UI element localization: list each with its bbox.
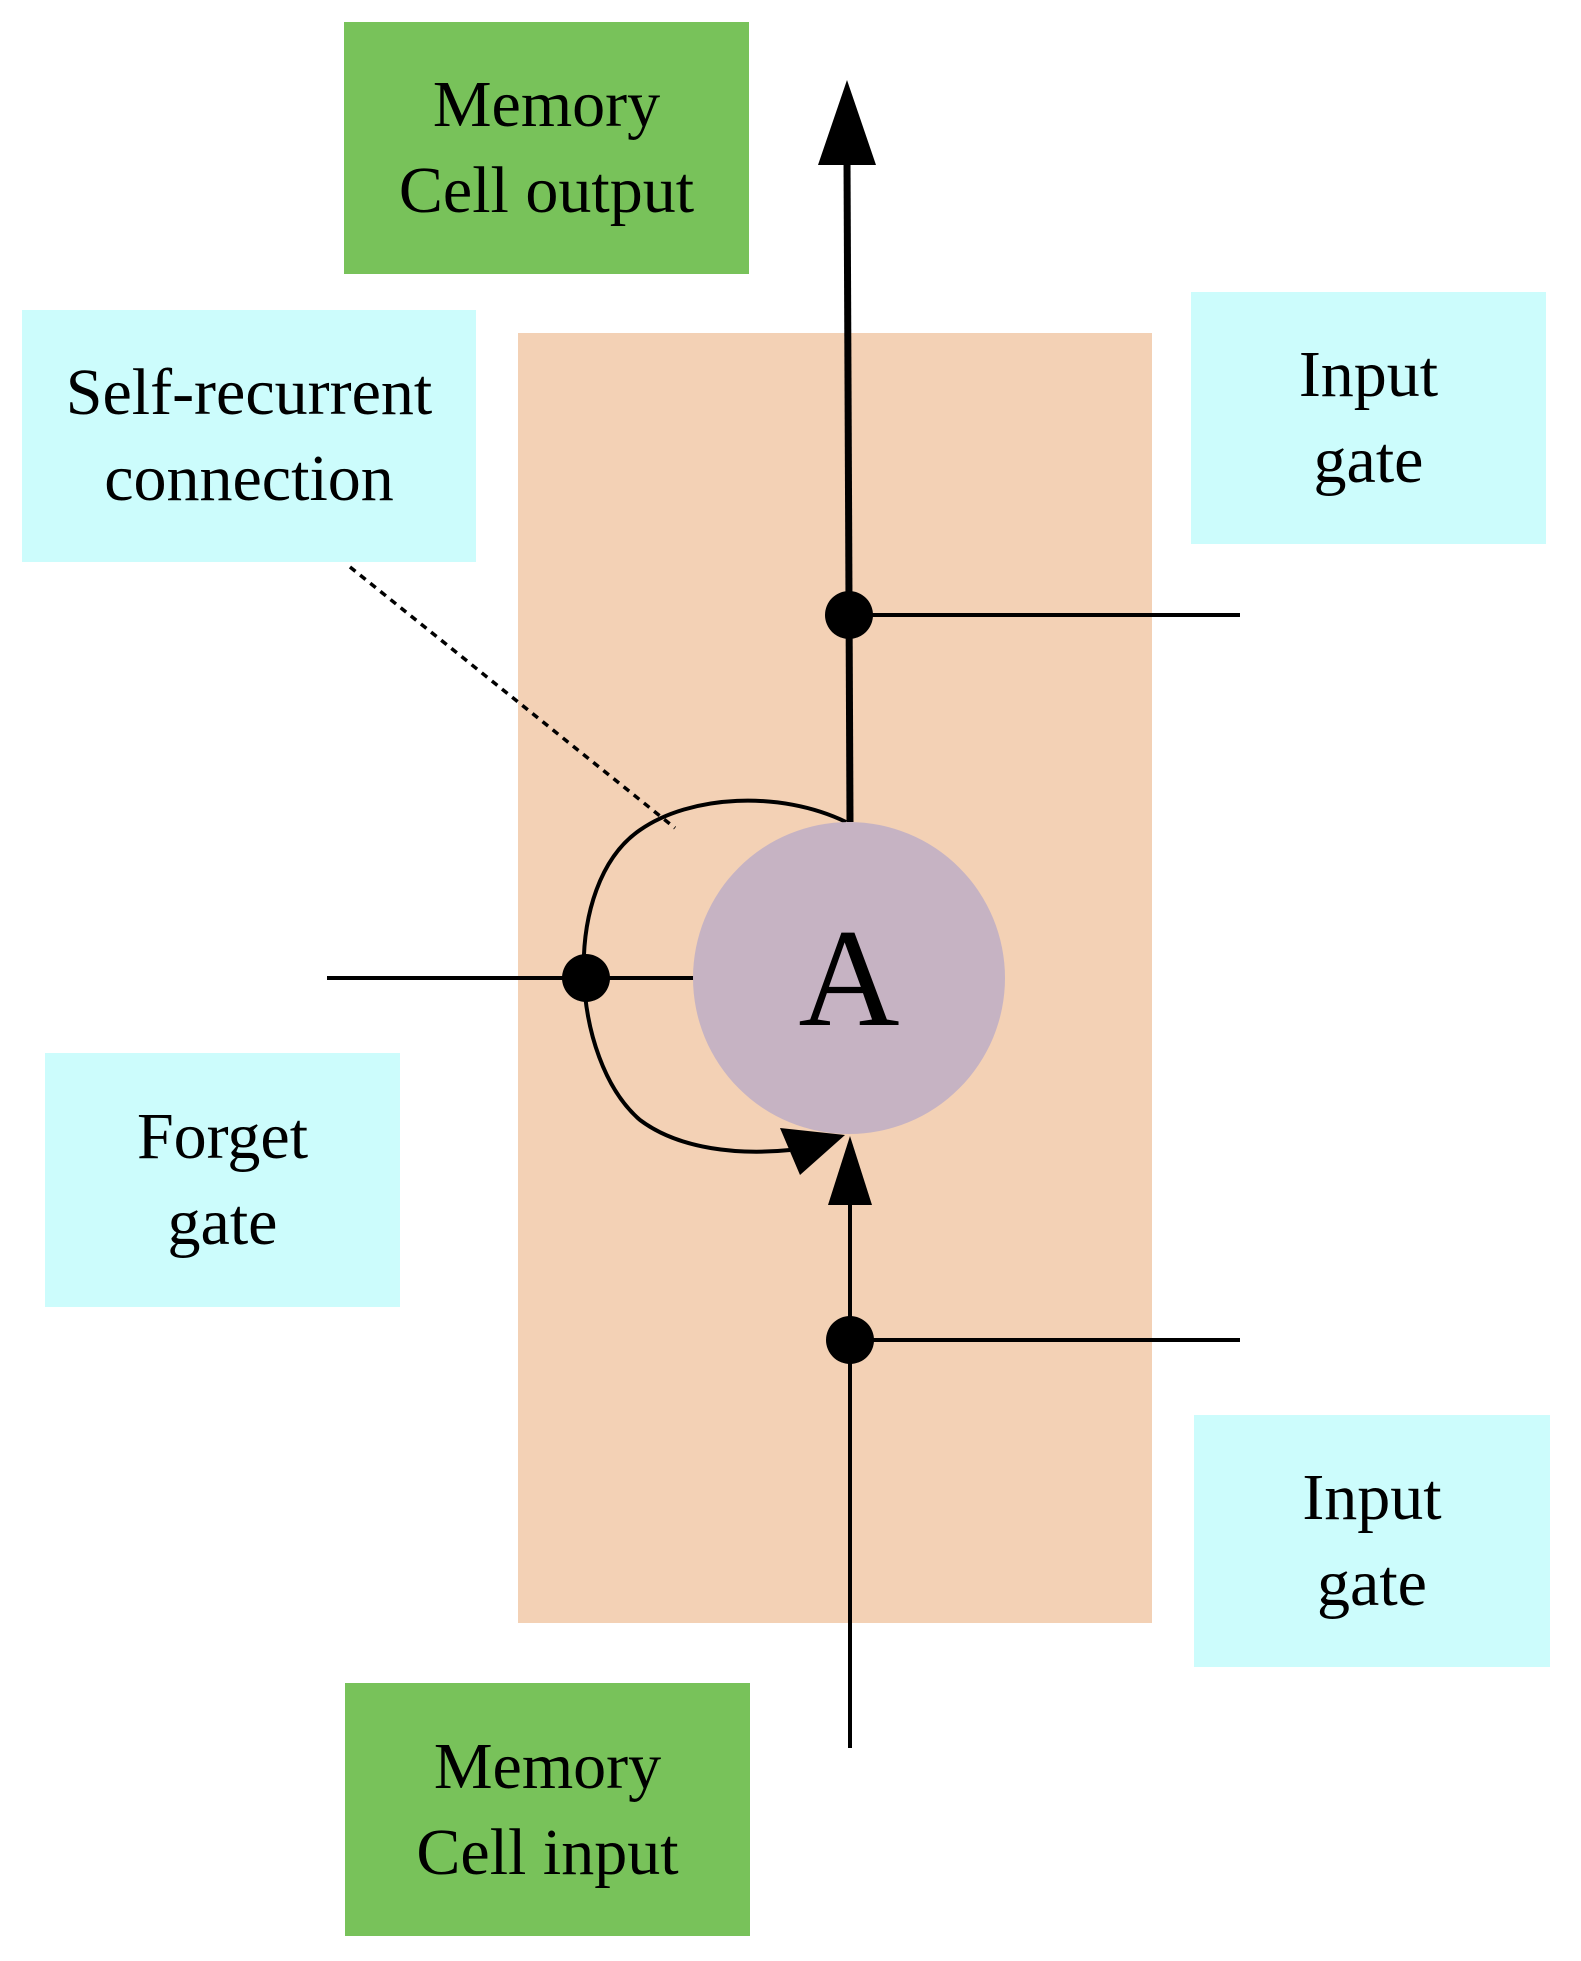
self-recurrent-line1: Self-recurrent [65,356,433,429]
output-arrowhead [818,80,876,165]
output-gate-box: Input gate [1191,292,1546,544]
memory-node [693,822,1005,1134]
output-gate-junction [825,591,873,639]
memory-cell-output-box: Memory Cell output [344,22,749,274]
output-gate-line1: Input [1298,338,1439,411]
self-recurrent-arrowhead [780,1128,845,1175]
memory-cell-input-line2: Cell input [416,1815,679,1889]
input-gate-box: Input gate [1194,1415,1550,1667]
memory-cell-output-line1: Memory [432,68,661,141]
self-recurrent-line2: connection [104,442,394,515]
input-gate-junction [826,1316,874,1364]
input-gate-line1: Input [1302,1461,1442,1534]
forget-gate-box: Forget gate [45,1053,400,1307]
input-gate-line2: gate [1317,1547,1427,1620]
self-recurrent-pointer [348,565,677,830]
memory-cell-output-line2: Cell output [398,154,695,227]
output-line [843,159,854,823]
forget-gate-line2: gate [167,1186,278,1259]
output-gate-line2: gate [1313,424,1424,497]
forget-gate-junction [562,954,610,1002]
memory-cell-input-box: Memory Cell input [345,1683,750,1936]
memory-node-label: A [798,900,900,1056]
input-arrowhead [828,1136,872,1205]
self-recurrent-connection-box: Self-recurrent connection [22,310,476,562]
memory-cell-input-line1: Memory [433,1729,662,1803]
forget-gate-line1: Forget [136,1100,309,1173]
